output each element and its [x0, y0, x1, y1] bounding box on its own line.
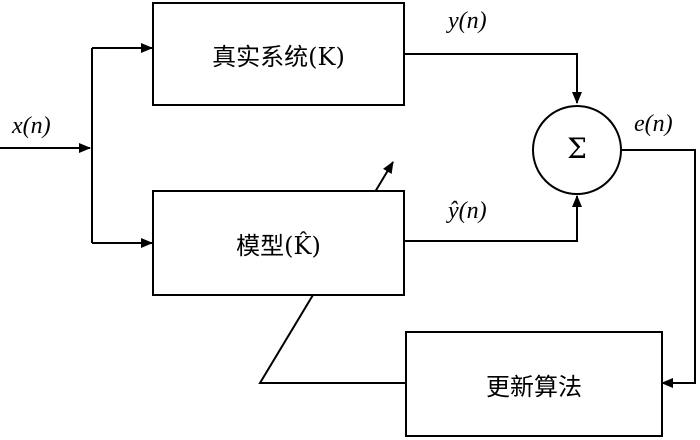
model-label: 模型(K̂): [236, 231, 321, 260]
summation-symbol: Σ: [567, 132, 587, 165]
update-algorithm-block: 更新算法: [405, 331, 663, 437]
model-output-line: [405, 195, 582, 242]
real-system-block: 真实系统(K): [152, 2, 405, 106]
real-output-signal-label: y(n): [448, 8, 487, 34]
real-system-label: 真实系统(K): [212, 42, 345, 71]
real-output-line: [405, 53, 582, 104]
model-block: 模型(K̂): [152, 190, 405, 296]
summing-junction: [532, 105, 622, 195]
input-signal-label: x(n): [12, 113, 51, 139]
update-algorithm-label: 更新算法: [486, 372, 582, 401]
model-output-signal-label: ŷ(n): [448, 198, 487, 224]
error-line: [621, 149, 696, 388]
error-signal-label: e(n): [634, 111, 673, 137]
